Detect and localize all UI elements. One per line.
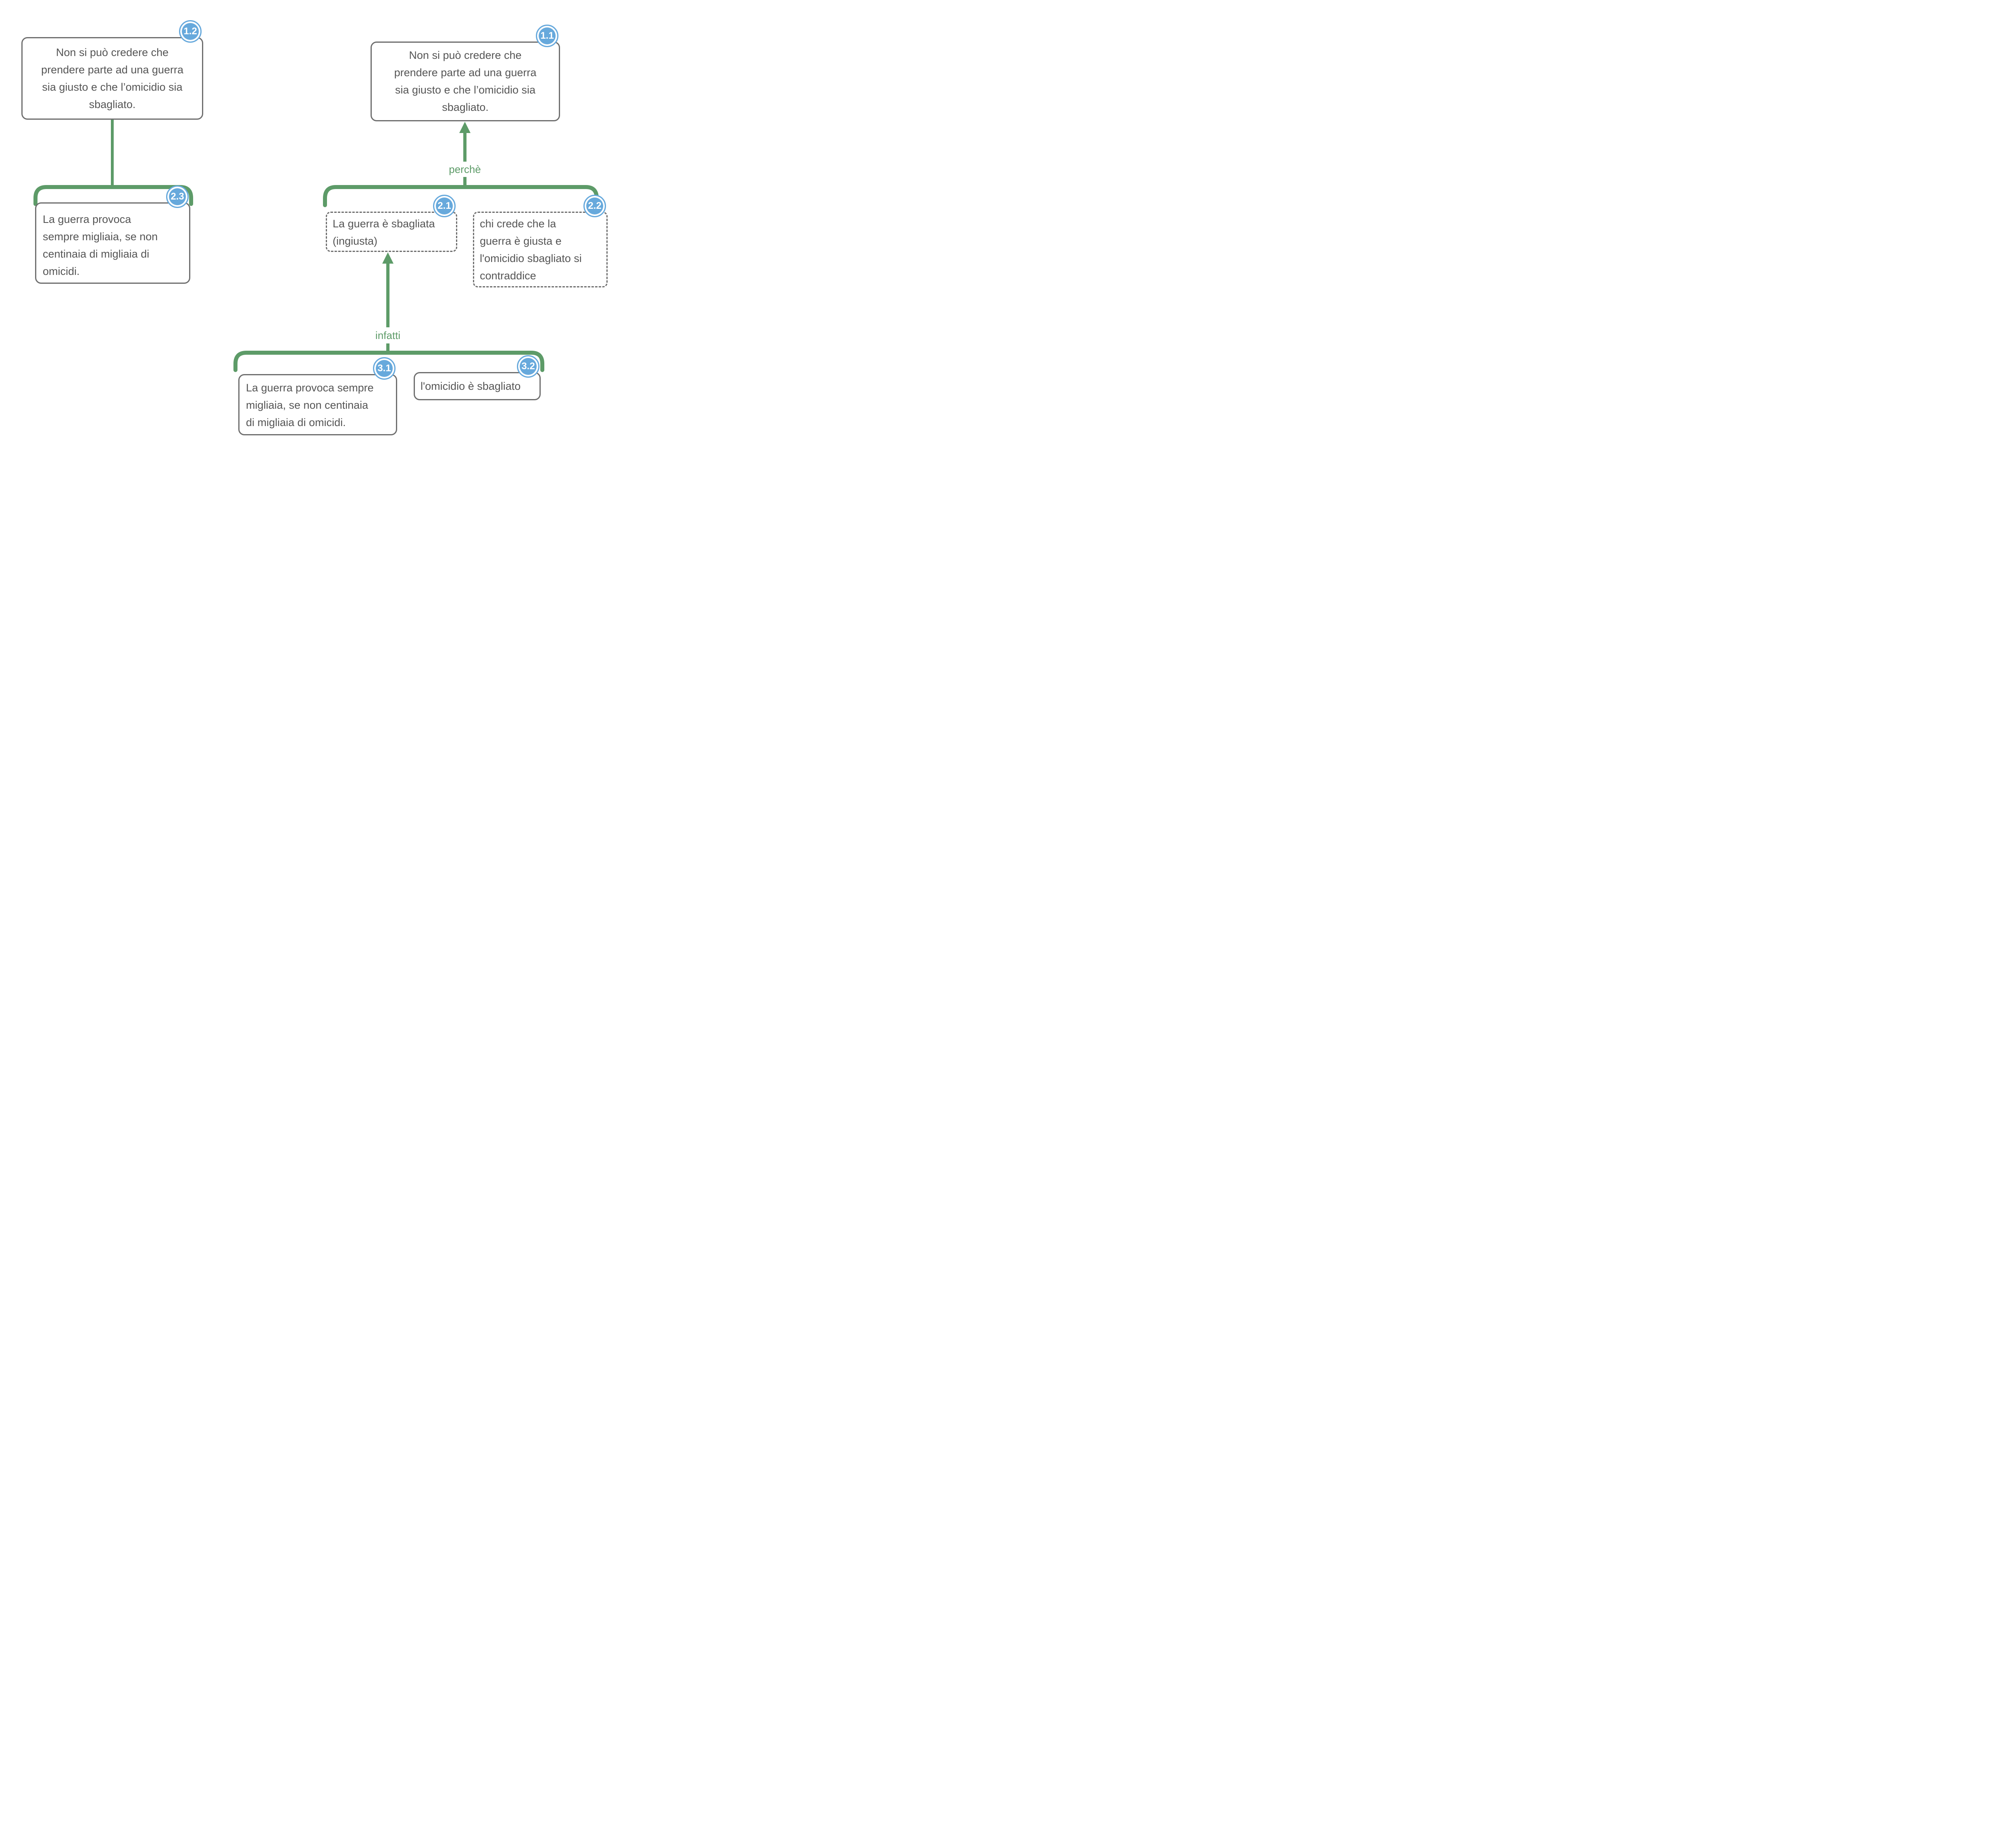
node-text-2-1: La guerra è sbagliata (ingiusta) — [333, 218, 435, 247]
node-text-2-2: chi crede che la guerra è giusta e l'omi… — [480, 218, 582, 282]
node-text-2-3: La guerra provoca sempre migliaia, se no… — [43, 213, 158, 277]
node-badge-2-1-label: 2.1 — [437, 200, 451, 211]
node-badge-2-2: 2.2 — [583, 195, 606, 217]
node-text-3-2: l'omicidio è sbagliato — [421, 380, 521, 392]
relation-label-perche: perchè — [449, 163, 481, 175]
node-box-1-1[interactable]: Non si può credere che prendere parte ad… — [371, 42, 560, 121]
node-badge-1-1: 1.1 — [536, 25, 558, 47]
node-badge-1-2: 1.2 — [179, 20, 202, 43]
brace-left — [33, 185, 193, 206]
node-badge-2-1: 2.1 — [433, 195, 456, 217]
node-badge-3-2: 3.2 — [517, 355, 539, 378]
node-badge-1-2-label: 1.2 — [183, 26, 197, 37]
node-text-1-1: Non si può credere che prendere parte ad… — [394, 49, 537, 113]
brace-perche — [323, 185, 599, 208]
node-badge-2-2-label: 2.2 — [588, 200, 602, 211]
node-text-1-2: Non si può credere che prendere parte ad… — [41, 46, 183, 110]
node-box-2-1[interactable]: La guerra è sbagliata (ingiusta) — [326, 212, 457, 252]
node-badge-2-3-label: 2.3 — [171, 191, 184, 202]
brace-infatti — [233, 351, 544, 372]
node-badge-1-1-label: 1.1 — [540, 30, 554, 41]
node-box-3-1[interactable]: La guerra provoca sempre migliaia, se no… — [238, 374, 397, 435]
node-box-3-2[interactable]: l'omicidio è sbagliato — [414, 372, 541, 400]
node-badge-3-2-label: 3.2 — [521, 361, 535, 372]
node-badge-3-1: 3.1 — [373, 357, 396, 380]
arrowhead-infatti-icon — [382, 252, 394, 264]
node-text-3-1: La guerra provoca sempre migliaia, se no… — [246, 382, 374, 428]
connector-layer — [33, 120, 599, 372]
node-badge-3-1-label: 3.1 — [377, 363, 391, 374]
node-box-2-3[interactable]: La guerra provoca sempre migliaia, se no… — [35, 202, 190, 284]
node-box-2-2[interactable]: chi crede che la guerra è giusta e l'omi… — [473, 212, 608, 287]
relation-label-infatti: infatti — [375, 329, 401, 341]
node-box-1-2[interactable]: Non si può credere che prendere parte ad… — [21, 37, 203, 120]
node-badge-2-3: 2.3 — [166, 185, 189, 208]
arrowhead-perche-icon — [459, 122, 471, 133]
argument-map-canvas: perchè infatti Non si può credere che pr… — [0, 0, 625, 456]
